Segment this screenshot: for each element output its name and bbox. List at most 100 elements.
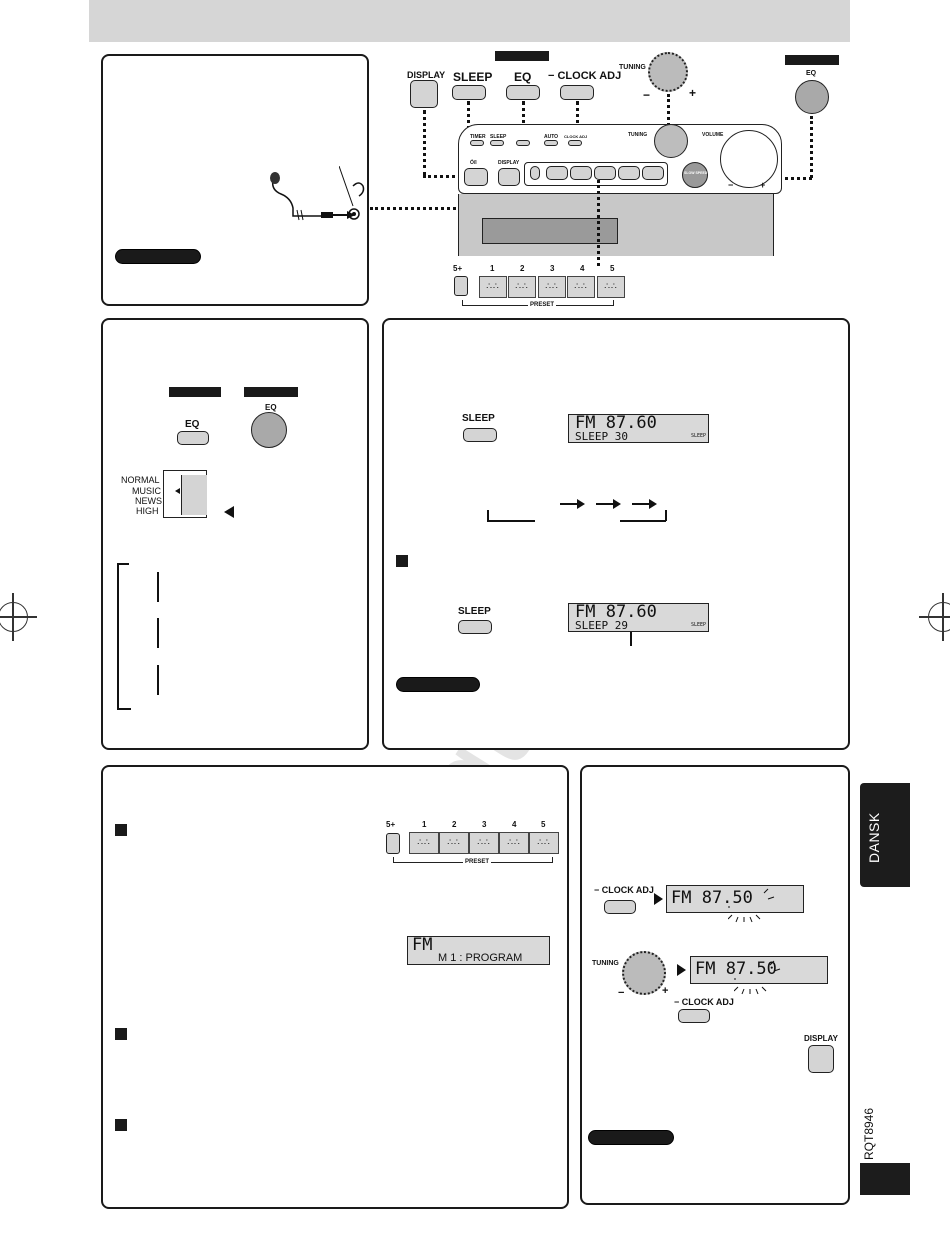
eq-button[interactable] — [506, 85, 540, 100]
sleep-lcd-1-line1: FM 87.60 — [575, 413, 657, 433]
unit-preset-key-3[interactable] — [594, 166, 616, 180]
unit-preset-key-4[interactable] — [618, 166, 640, 180]
registration-mark-left — [0, 593, 37, 641]
clock-play-arrow-1 — [654, 893, 663, 905]
eq-panel: EQ EQ NORMAL MUSIC NEWS HIGH — [101, 318, 369, 750]
model-marker-2 — [785, 55, 839, 65]
sleep-lcd-2: FM 87.60 SLEEP 29 SLEEP — [568, 602, 709, 632]
preset-key-2[interactable]: ∴∴ — [439, 832, 469, 854]
clock-leader — [576, 101, 579, 137]
clock-tuning-label: TUNING — [592, 960, 619, 967]
sleep-lcd-2-line1: FM 87.60 — [575, 602, 657, 622]
tuning-knob[interactable] — [648, 52, 688, 92]
unit-eq-button[interactable] — [516, 140, 530, 146]
clock-lcd-2: FM 87.50 — [690, 956, 828, 984]
unit-auto-button[interactable] — [544, 140, 558, 146]
unit-preset-key-0[interactable] — [530, 166, 540, 180]
clock-tuning-knob[interactable] — [622, 951, 666, 995]
eq-panel-eq-round-button[interactable] — [251, 412, 287, 448]
unit-preset-key-2[interactable] — [570, 166, 592, 180]
sleep-cycle-bottom-left — [487, 520, 535, 522]
clock-tuning-minus: − — [618, 987, 625, 999]
eq-round-button[interactable] — [795, 80, 829, 114]
jack-connector-dots — [370, 207, 456, 210]
sleep-leader — [467, 101, 470, 137]
top-preset-num-5: 5 — [610, 264, 615, 273]
top-preset-key-1[interactable]: ∴∴ — [479, 276, 507, 298]
preset-key-4[interactable]: ∴∴ — [499, 832, 529, 854]
eq-right-leader — [810, 116, 813, 178]
clock-adj-button-1[interactable] — [604, 900, 636, 914]
unit-power-button[interactable] — [464, 168, 488, 186]
preset-num-2: 2 — [452, 820, 457, 829]
top-preset-five-plus-button[interactable] — [454, 276, 468, 296]
top-preset-num-4: 4 — [580, 264, 585, 273]
sleep-cycle-arrowhead-a — [577, 499, 585, 509]
unit-volume-label: VOLUME — [702, 132, 724, 138]
preset-key-3[interactable]: ∴∴ — [469, 832, 499, 854]
unit-clock-adj-button[interactable] — [568, 140, 582, 146]
top-preset-key-2[interactable]: ∴∴ — [508, 276, 536, 298]
clock-blink-marks-1 — [728, 888, 775, 923]
tuning-minus: − — [643, 88, 651, 102]
preset-lcd-line1: FM — [412, 935, 433, 955]
preset-num-5: 5 — [541, 820, 546, 829]
sleep-cycle-up-line — [487, 510, 489, 520]
preset-key-1[interactable]: ∴∴ — [409, 832, 439, 854]
sleep-label: SLEEP — [453, 70, 493, 84]
sleep-cycle-arrow-b — [596, 503, 614, 505]
top-preset-key-4[interactable]: ∴∴ — [567, 276, 595, 298]
eq-panel-eq-button[interactable] — [177, 431, 209, 445]
sleep-cycle-bottom-right — [620, 520, 666, 522]
eq-cycle-arrow1 — [157, 572, 159, 602]
eq-panel-eq-label: EQ — [185, 419, 200, 430]
unit-volume-knob[interactable] — [720, 130, 778, 188]
preset-key-5[interactable]: ∴∴ — [529, 832, 559, 854]
top-preset-key-5[interactable]: ∴∴ — [597, 276, 625, 298]
display-leader — [423, 110, 426, 176]
top-preset-num-1: 1 — [490, 264, 495, 273]
eq-label: EQ — [514, 70, 532, 84]
top-preset-key-3[interactable]: ∴∴ — [538, 276, 566, 298]
sleep-panel-label-2: SLEEP — [458, 606, 491, 617]
eq-mode-normal: NORMAL — [121, 475, 160, 485]
eq-cycle-arrow3 — [157, 665, 159, 695]
preset-label: PRESET — [463, 859, 492, 865]
unit-preset-key-5[interactable] — [642, 166, 664, 180]
clock-display-button[interactable] — [808, 1045, 834, 1073]
eq-indicator-arrow — [224, 506, 234, 518]
eq-right-label: EQ — [806, 70, 817, 77]
language-tab-label: DANSK — [866, 812, 882, 863]
sleep-panel-button-2[interactable] — [458, 620, 492, 634]
sleep-step-marker — [396, 555, 408, 567]
clock-play-arrow-2 — [677, 964, 686, 976]
unit-slow-speed-button[interactable] — [682, 162, 708, 188]
unit-tuning-knob[interactable] — [654, 124, 688, 158]
eq-mode-music: MUSIC — [132, 486, 161, 496]
sleep-lcd-1: FM 87.60 SLEEP 30 SLEEP — [568, 413, 709, 443]
sleep-lcd-1-line2: SLEEP 30 — [575, 430, 628, 443]
unit-timer-button[interactable] — [470, 140, 484, 146]
clock-adj-button[interactable] — [560, 85, 594, 100]
model-marker-1 — [495, 51, 549, 61]
unit-slow-speed-label: SLOW SPEED — [684, 171, 708, 175]
clock-blink-marks-2 — [734, 960, 781, 995]
sleep-panel-button-1[interactable] — [463, 428, 497, 442]
clock-adj-button-2[interactable] — [678, 1009, 710, 1023]
eq-panel-eq-right-label: EQ — [265, 403, 277, 412]
tuning-label: TUNING — [619, 64, 646, 71]
top-preset-five-plus-label: 5+ — [453, 264, 463, 273]
display-button[interactable] — [410, 80, 438, 108]
unit-display-button[interactable] — [498, 168, 520, 186]
clock-tuning-plus: + — [662, 985, 669, 997]
preset-panel: 5+ 1 2 3 4 5 ∴∴ ∴∴ ∴∴ ∴∴ ∴∴ PRESET FM M … — [101, 765, 569, 1209]
unit-sleep-button[interactable] — [490, 140, 504, 146]
unit-preset-key-1[interactable] — [546, 166, 568, 180]
unit-timer-label: TIMER — [470, 134, 486, 140]
sleep-lcd-2-pointer — [630, 632, 632, 646]
unit-minus: − — [728, 180, 734, 190]
preset-five-plus-button[interactable] — [386, 833, 400, 854]
sleep-button[interactable] — [452, 85, 486, 100]
language-tab: DANSK — [860, 783, 910, 887]
radio-lcd-window — [482, 218, 618, 244]
